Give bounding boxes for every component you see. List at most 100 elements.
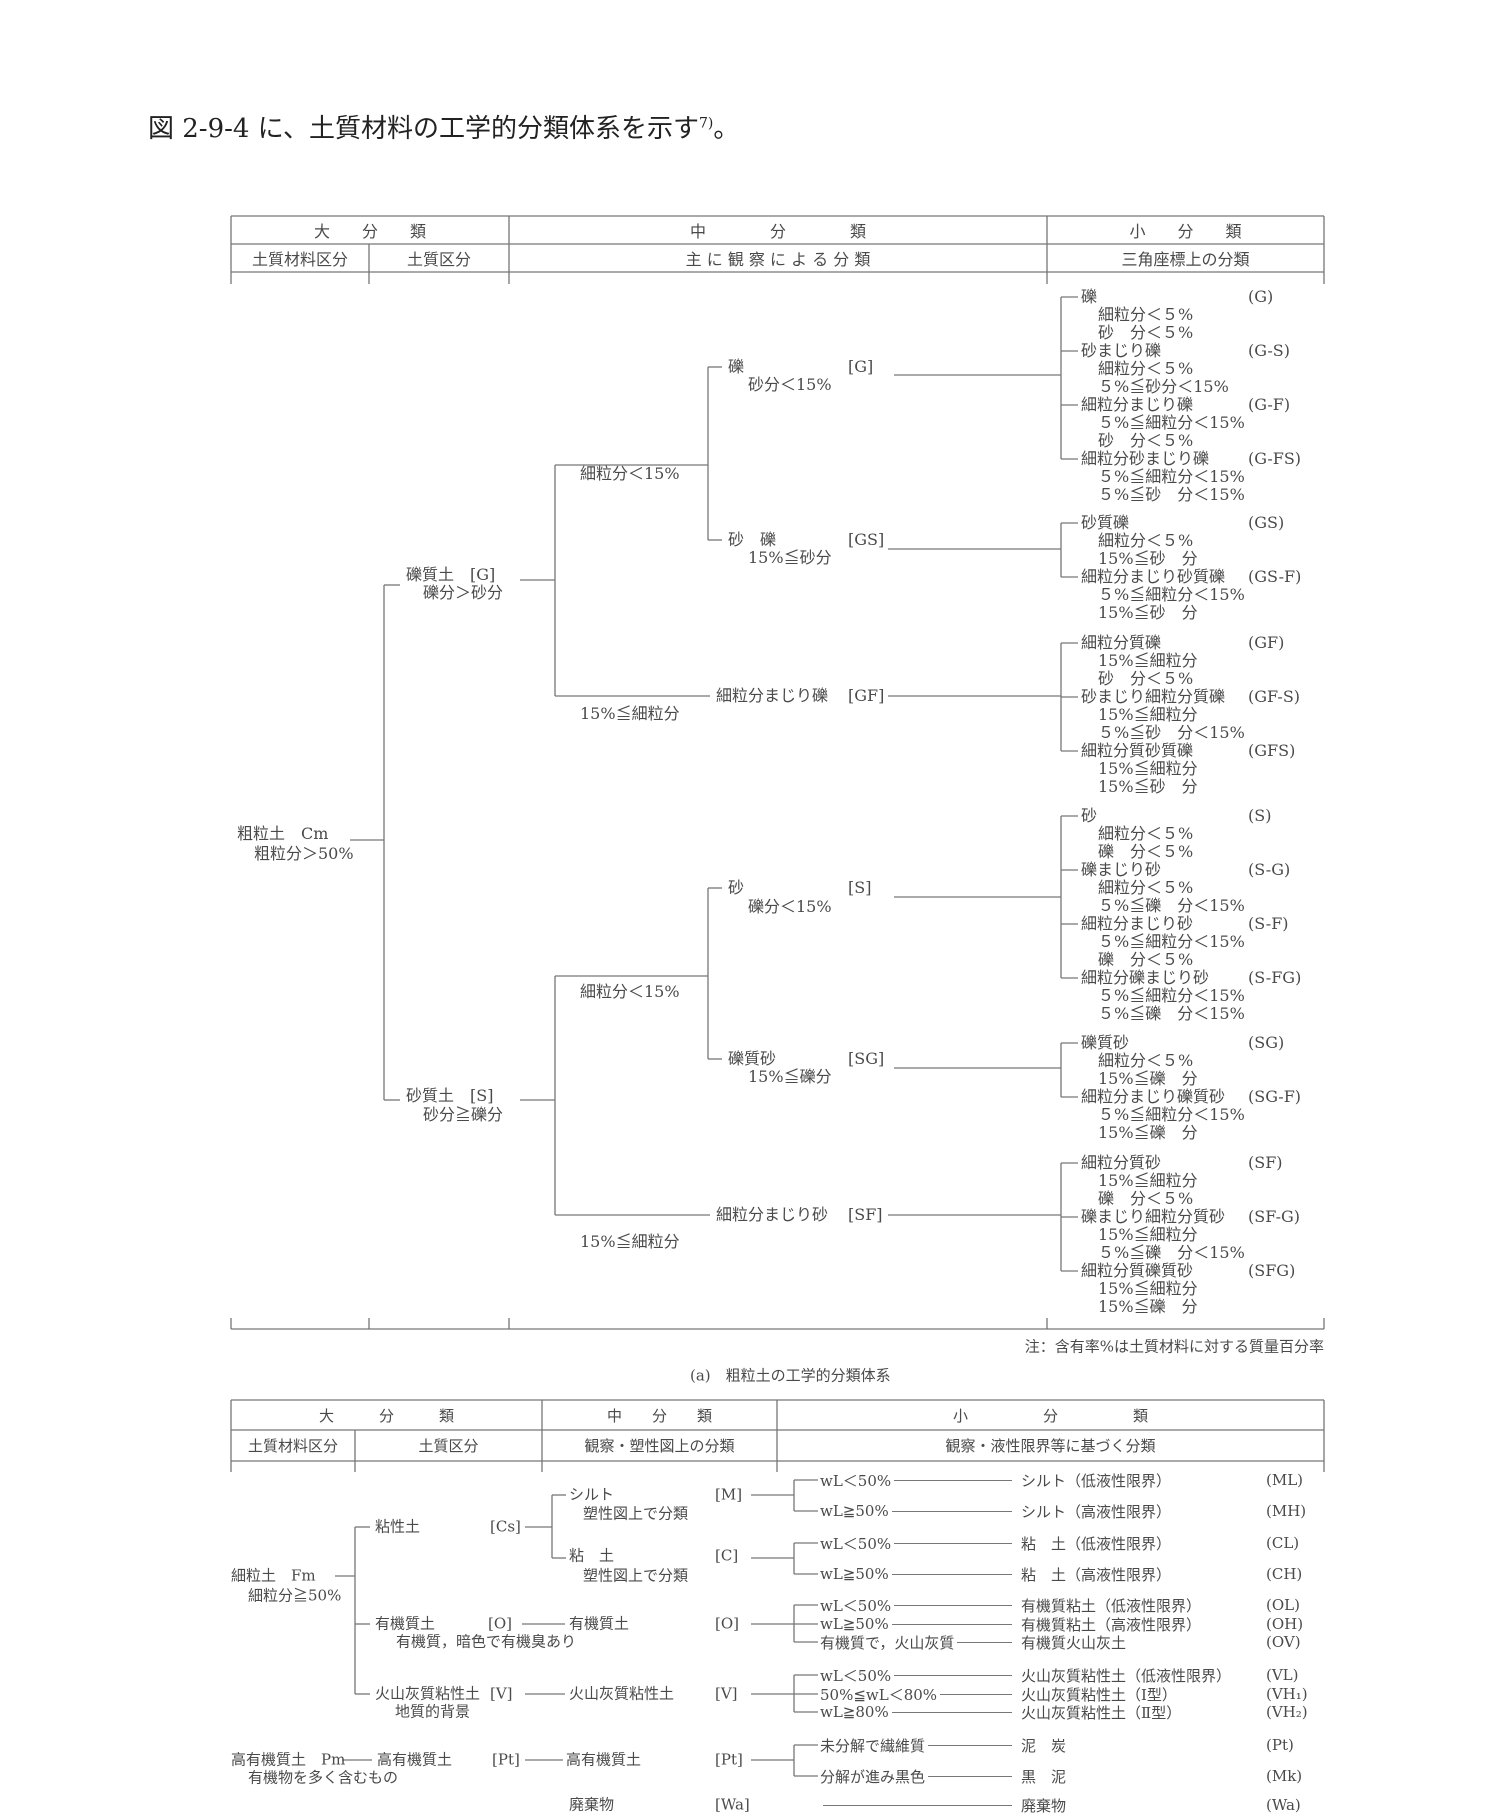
fine-header-liquid-limit: 観察・液性限界等に基づく分類 xyxy=(945,1437,1156,1455)
fine-class-row: wL≧50%粘 土（高液性限界）(CH) xyxy=(820,1565,1302,1584)
soil-type-code: [V] xyxy=(490,1684,513,1703)
connector-line xyxy=(891,1623,1012,1625)
minor-class-condition: 15%≦細粒分 xyxy=(1098,651,1198,670)
minor-class-name: 細粒分砂まじり礫 xyxy=(1081,449,1210,468)
minor-class-condition: 細粒分＜５% xyxy=(1098,824,1194,843)
row-code: (CL) xyxy=(1266,1534,1300,1552)
minor-class-code: (SFG) xyxy=(1248,1261,1296,1280)
sand-soil-cond: 砂分≧礫分 xyxy=(423,1105,504,1124)
minor-class-item: 砂まじり礫(G-S)細粒分＜５%５%≦砂分＜15% xyxy=(1081,341,1290,396)
row-condition: wL≧50% xyxy=(820,1502,889,1520)
row-condition: wL＜50% xyxy=(820,1596,892,1615)
minor-class-condition: 細粒分＜５% xyxy=(1098,305,1194,324)
gravel-soil-cond: 礫分＞砂分 xyxy=(423,583,504,602)
minor-class-item: 細粒分まじり砂(S-F)５%≦細粒分＜15%礫 分＜５% xyxy=(1081,915,1289,969)
fine-header-major: 大 分 類 xyxy=(318,1406,454,1425)
minor-class-name: 礫 xyxy=(1081,287,1098,306)
connector-line xyxy=(940,1693,1012,1695)
row-code: (OV) xyxy=(1266,1633,1301,1651)
intro-sentence: 図 2-9-4 に、土質材料の工学的分類体系を示す7)。 xyxy=(148,108,739,145)
minor-class-code: (G-F) xyxy=(1248,395,1291,414)
soil-type-name: 粘性土 xyxy=(375,1517,421,1536)
row-code: (MH) xyxy=(1266,1502,1307,1520)
soil-type-code: [Pt] xyxy=(492,1750,520,1769)
branch-label: 15%≦細粒分 xyxy=(580,1232,680,1251)
minor-class-condition: 細粒分＜５% xyxy=(1098,359,1194,378)
minor-class-code: (SF) xyxy=(1248,1153,1283,1172)
minor-class-condition: 15%≦砂 分 xyxy=(1098,777,1198,796)
row-condition: 未分解で繊維質 xyxy=(820,1736,926,1755)
caption-a: (a) 粗粒土の工学的分類体系 xyxy=(690,1366,891,1385)
fine-class-row: wL＜50%火山灰質粘性土（低液性限界）(VL) xyxy=(820,1666,1299,1685)
fine-class-row: wL≧80%火山灰質粘性土（Ⅱ型）(VH₂) xyxy=(820,1703,1308,1722)
minor-class-condition: 礫 分＜５% xyxy=(1098,950,1194,969)
connector-line xyxy=(957,1641,1012,1643)
intro-text: 図 2-9-4 に、土質材料の工学的分類体系を示す xyxy=(148,114,699,144)
minor-class-code: (GS-F) xyxy=(1248,567,1302,586)
fine-header-minor: 小 分 類 xyxy=(952,1406,1148,1425)
connector-line xyxy=(891,1510,1012,1512)
fine-middle-code: [Pt] xyxy=(715,1750,743,1769)
minor-group-fines-gravel: 細粒分質礫(GF)15%≦細粒分砂 分＜５%砂まじり細粒分質礫(GF-S)15%… xyxy=(1081,634,1300,796)
middle-name: 砂 礫 xyxy=(728,530,777,549)
minor-class-code: (S) xyxy=(1248,806,1272,825)
row-condition: 有機質で，火山灰質 xyxy=(820,1633,955,1652)
fine-root-cond: 細粒分≧50% xyxy=(248,1586,342,1605)
row-code: (VH₁) xyxy=(1266,1685,1308,1703)
minor-class-condition: ５%≦礫 分＜15% xyxy=(1098,1243,1245,1262)
fine-class-row: 有機質で，火山灰質有機質火山灰土(OV) xyxy=(820,1633,1301,1652)
minor-class-condition: 砂 分＜５% xyxy=(1098,323,1194,342)
fine-middle-name: 火山灰質粘性土 xyxy=(569,1684,675,1703)
minor-class-name: 細粒分質砂質礫 xyxy=(1081,741,1194,760)
minor-class-condition: ５%≦砂 分＜15% xyxy=(1098,485,1245,504)
connector-line xyxy=(891,1573,1012,1575)
minor-class-condition: 砂 分＜５% xyxy=(1098,669,1194,688)
sand-soil-name: 砂質土 [S] xyxy=(406,1086,494,1105)
fine-header-soil: 土質区分 xyxy=(418,1437,479,1455)
fine-middle-code: [C] xyxy=(715,1546,739,1565)
minor-class-condition: 15%≦礫 分 xyxy=(1098,1123,1198,1142)
minor-class-item: 細粒分まじり礫質砂(SG-F)５%≦細粒分＜15%15%≦礫 分 xyxy=(1081,1088,1301,1142)
gravel-soil-name: 礫質土 [G] xyxy=(406,565,496,584)
minor-group-gravelly-sand: 礫質砂(SG)細粒分＜５%15%≦礫 分細粒分まじり礫質砂(SG-F)５%≦細粒… xyxy=(1081,1034,1301,1142)
fine-class-row: wL＜50%粘 土（低液性限界）(CL) xyxy=(820,1534,1299,1553)
high-organic-name: 高有機質土 Pm xyxy=(231,1750,346,1769)
minor-group-gravel: 礫(G)細粒分＜５%砂 分＜５%砂まじり礫(G-S)細粒分＜５%５%≦砂分＜15… xyxy=(1081,287,1301,504)
minor-class-name: 細粒分礫まじり砂 xyxy=(1081,968,1210,987)
header-observation: 主 に 観 察 に よ る 分 類 xyxy=(685,250,871,269)
fine-middle-name: 高有機質土 xyxy=(566,1750,642,1769)
minor-class-condition: 細粒分＜５% xyxy=(1098,878,1194,897)
fine-class-row: wL≧50%シルト（高液性限界）(MH) xyxy=(820,1502,1306,1521)
header-minor: 小 分 類 xyxy=(1129,222,1242,241)
minor-class-condition: ５%≦細粒分＜15% xyxy=(1098,1105,1245,1124)
branch-label: 15%≦細粒分 xyxy=(580,704,680,723)
minor-class-code: (SG-F) xyxy=(1248,1087,1302,1106)
minor-class-condition: ５%≦細粒分＜15% xyxy=(1098,585,1245,604)
row-condition: wL＜50% xyxy=(820,1534,892,1553)
minor-class-condition: 細粒分＜５% xyxy=(1098,1051,1194,1070)
minor-class-name: 砂まじり礫 xyxy=(1081,341,1162,360)
middle-name: 細粒分まじり砂 xyxy=(713,1207,832,1223)
minor-class-condition: 15%≦礫 分 xyxy=(1098,1297,1198,1316)
minor-class-condition: ５%≦砂分＜15% xyxy=(1098,377,1229,396)
branch-label: 細粒分＜15% xyxy=(580,982,680,1001)
minor-class-item: 細粒分質礫(GF)15%≦細粒分砂 分＜５% xyxy=(1081,634,1284,688)
intro-tail: 。 xyxy=(713,114,740,144)
minor-class-condition: ５%≦細粒分＜15% xyxy=(1098,413,1245,432)
fine-class-row: 分解が進み黒色黒 泥(Mk) xyxy=(820,1767,1302,1786)
minor-class-condition: ５%≦礫 分＜15% xyxy=(1098,1004,1245,1023)
row-code: (Mk) xyxy=(1266,1767,1303,1785)
minor-class-condition: 15%≦細粒分 xyxy=(1098,705,1198,724)
middle-code: [G] xyxy=(848,357,874,376)
branch-label: 細粒分＜15% xyxy=(580,464,680,483)
minor-class-condition: 15%≦細粒分 xyxy=(1098,1279,1198,1298)
minor-class-code: (G) xyxy=(1248,287,1274,306)
minor-class-name: 砂質礫 xyxy=(1081,513,1130,532)
fine-class-row: wL＜50%有機質粘土（低液性限界）(OL) xyxy=(820,1596,1300,1615)
table-note: 注：含有率%は土質材料に対する質量百分率 xyxy=(1024,1337,1324,1356)
row-result: シルト（低液性限界） xyxy=(1021,1471,1172,1490)
minor-class-condition: 15%≦細粒分 xyxy=(1098,1171,1198,1190)
